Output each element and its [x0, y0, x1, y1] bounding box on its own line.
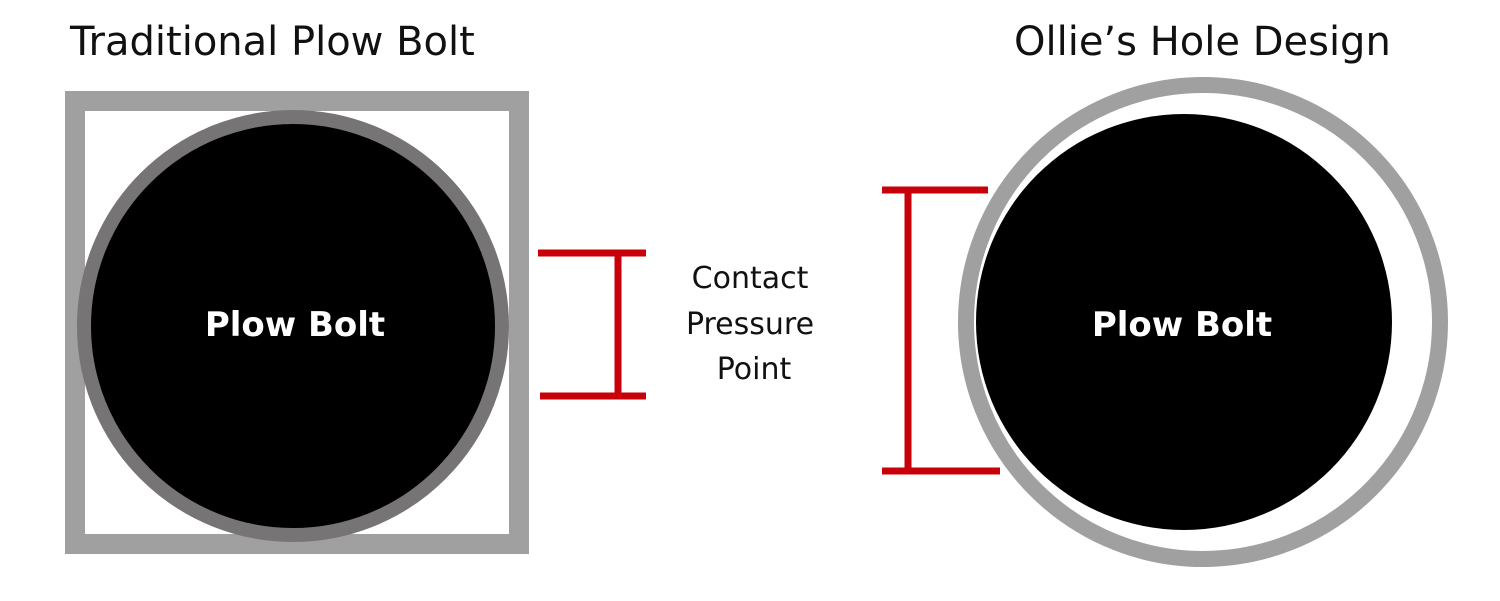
- ollies-plow-bolt: [976, 114, 1392, 530]
- annotation-line-3: Point: [717, 352, 792, 387]
- annotation-line-2: Pressure: [686, 307, 814, 342]
- round-hole: [958, 77, 1448, 567]
- traditional-contact-bracket: [538, 249, 646, 400]
- ollies-contact-bracket: [882, 186, 1000, 475]
- square-hole: [65, 91, 529, 554]
- annotation-line-1: Contact: [692, 261, 809, 296]
- ollies-panel: Ollie’s Hole Design Plow Bolt: [958, 19, 1448, 567]
- traditional-panel: Traditional Plow Bolt Plow Bolt: [65, 19, 529, 554]
- traditional-bolt-label: Plow Bolt: [205, 305, 385, 345]
- contact-pressure-point-label: Contact Pressure Point: [686, 261, 814, 387]
- ollies-bolt-label: Plow Bolt: [1092, 305, 1272, 345]
- traditional-plow-bolt: [77, 110, 509, 542]
- traditional-title: Traditional Plow Bolt: [69, 19, 475, 65]
- ollies-title: Ollie’s Hole Design: [1014, 19, 1391, 65]
